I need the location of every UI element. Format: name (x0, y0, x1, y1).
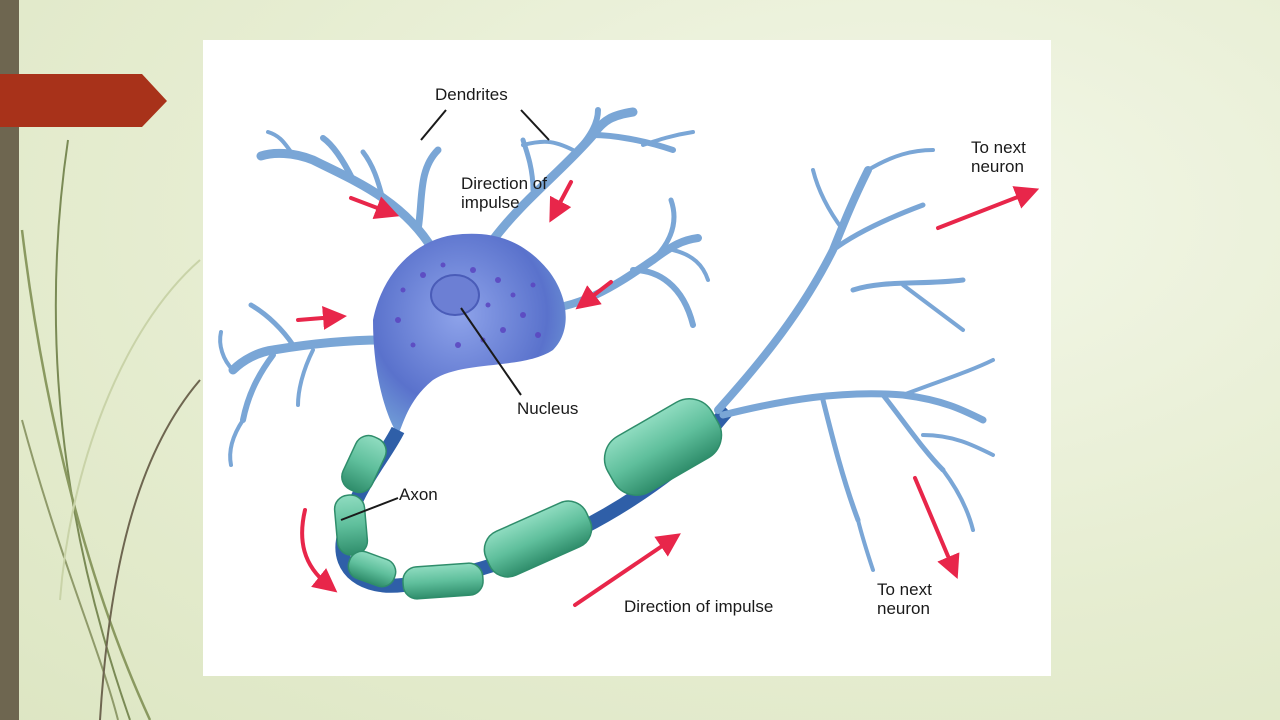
cell-body (373, 233, 566, 435)
leader-lines (340, 109, 550, 521)
red-arrow-icon (913, 476, 960, 580)
axon (333, 398, 734, 600)
axon-terminals (714, 148, 995, 572)
red-arrow-icon (936, 186, 1040, 230)
label-direction-of-impulse-bottom: Direction of impulse (624, 597, 774, 616)
label-nucleus: Nucleus (517, 399, 579, 418)
red-arrow-icon (296, 306, 347, 330)
red-arrow-icon (349, 196, 400, 219)
label-to-next-neuron-top: To next neuron (971, 138, 1026, 176)
neuron-illustration (218, 107, 1040, 607)
red-arrow-icon (573, 533, 681, 607)
label-dendrites: Dendrites (435, 85, 508, 104)
label-direction-of-impulse-top: Direction of impulse (461, 174, 547, 212)
decorative-swoosh-lines (20, 139, 201, 720)
red-arrow-icon (549, 180, 573, 223)
impulse-arrows (296, 180, 1040, 607)
red-arrow-icon (300, 508, 338, 593)
left-accent-bar (0, 0, 19, 720)
pentagon-arrow-icon (0, 74, 167, 127)
nucleus (430, 274, 480, 316)
red-arrow-icon (575, 280, 613, 310)
label-axon: Axon (399, 485, 438, 504)
dendrites (218, 107, 710, 467)
label-to-next-neuron-bottom: To next neuron (877, 580, 932, 618)
nissl-granules (395, 262, 541, 348)
myelin-sheath (333, 398, 723, 600)
neuron-diagram: Dendrites Direction of impulse Nucleus A… (203, 40, 1051, 676)
